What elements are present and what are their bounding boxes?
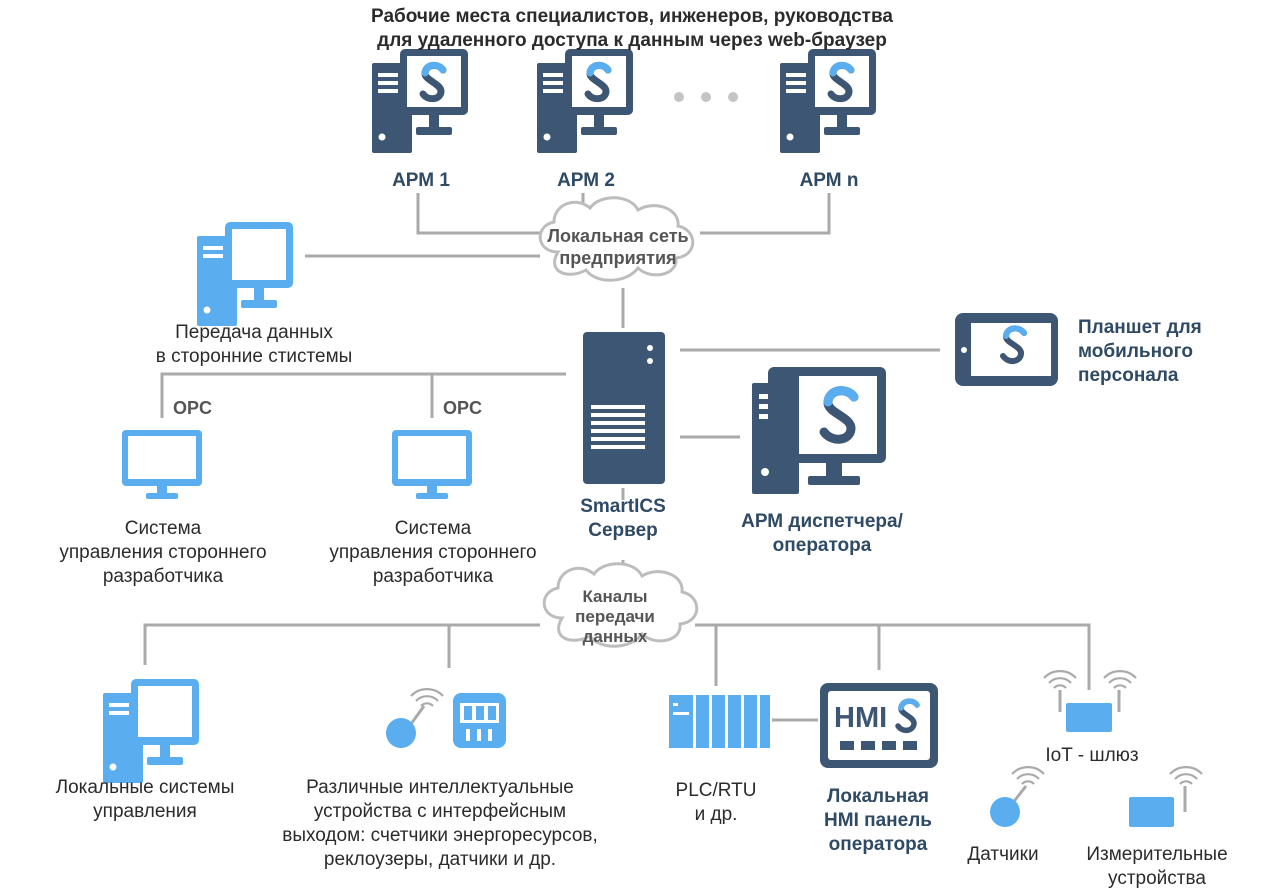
server-line-2: Сервер bbox=[588, 520, 658, 541]
tablet-line-2: мобильного bbox=[1078, 341, 1193, 362]
channels-cloud-line-3: данных bbox=[582, 627, 648, 646]
third-party-label-1: Система управления стороннего разработчи… bbox=[59, 517, 266, 589]
hmi-label: Локальная HMI панель оператора bbox=[824, 785, 932, 857]
dispatcher-line-2: оператора bbox=[772, 535, 872, 556]
third-party-1-line-3: разработчика bbox=[102, 566, 224, 587]
sensor-wifi-icon bbox=[1010, 765, 1046, 786]
measuring-devices-line-2: устройства bbox=[1108, 868, 1206, 889]
iot-wifi-right-icon bbox=[1102, 669, 1138, 690]
data-export-line-2: в сторонние стистемы bbox=[155, 346, 353, 367]
hmi-line-1: Локальная bbox=[827, 786, 929, 807]
server-label: SmartICS Сервер bbox=[580, 495, 666, 543]
dispatcher-label: АРМ диспетчера/ оператора bbox=[741, 510, 903, 558]
channels-cloud-line-2: передачи bbox=[575, 607, 655, 626]
local-systems-line-1: Локальные системы bbox=[55, 777, 235, 798]
connection-lines bbox=[143, 193, 1091, 722]
channels-cloud-label: Каналы передачи данных bbox=[575, 587, 655, 647]
lan-cloud-line-1: Локальная сеть bbox=[547, 226, 689, 246]
header-line-1: Рабочие места специалистов, инженеров, р… bbox=[371, 6, 893, 27]
data-export-line-1: Передача данных bbox=[175, 322, 333, 343]
lan-cloud-label: Локальная сеть предприятия bbox=[547, 225, 688, 269]
server-icon bbox=[583, 332, 665, 484]
hmi-line-3: оператора bbox=[828, 834, 928, 855]
server-line-1: SmartICS bbox=[580, 496, 666, 517]
opc-label-right: OPC bbox=[443, 398, 483, 418]
third-party-monitor-1-icon bbox=[122, 430, 202, 499]
ellipsis-dots-icon bbox=[674, 92, 738, 102]
hmi-screen-text: HMI bbox=[834, 702, 887, 734]
data-export-pc-icon bbox=[197, 222, 293, 326]
smart-devices-line-3: выходом: счетчики энергоресурсов, bbox=[282, 825, 598, 846]
opc-label-left: OPC bbox=[173, 398, 213, 418]
third-party-label-2: Система управления стороннего разработчи… bbox=[329, 517, 536, 589]
local-systems-label: Локальные системы управления bbox=[56, 776, 235, 824]
third-party-2-line-2: управления стороннего bbox=[329, 542, 537, 563]
plc-line-2: и др. bbox=[694, 804, 738, 825]
third-party-2-line-1: Система bbox=[394, 518, 472, 539]
header-line-2: для удаленного доступа к данным через we… bbox=[377, 30, 887, 51]
smart-devices-line-4: реклоузеры, датчики и др. bbox=[323, 849, 557, 870]
smart-devices-label: Различные интеллектуальные устройства с … bbox=[282, 776, 598, 872]
workstation-n-label: АРМ n bbox=[799, 170, 859, 191]
measuring-devices-line-1: Измерительные bbox=[1086, 844, 1228, 865]
smart-device-sensor-icon bbox=[386, 705, 426, 748]
workstation-n-icon bbox=[780, 49, 876, 153]
iot-wifi-left-icon bbox=[1042, 669, 1078, 690]
data-export-label: Передача данных в сторонние стистемы bbox=[156, 321, 353, 369]
tablet-line-1: Планшет для bbox=[1078, 317, 1202, 338]
workstation-2-icon bbox=[537, 49, 633, 153]
third-party-1-line-2: управления стороннего bbox=[59, 542, 267, 563]
third-party-monitor-2-icon bbox=[392, 430, 472, 499]
dispatcher-pc-icon bbox=[752, 367, 886, 494]
third-party-2-line-3: разработчика bbox=[372, 566, 494, 587]
lan-cloud-line-2: предприятия bbox=[559, 248, 677, 268]
plc-rtu-icon bbox=[669, 695, 770, 748]
sensor-icon bbox=[990, 785, 1028, 827]
tablet-label: Планшет для мобильного персонала bbox=[1078, 316, 1202, 388]
sensors-label: Датчики bbox=[967, 844, 1039, 865]
iot-gateway-label: IoT - шлюз bbox=[1045, 745, 1139, 766]
measuring-device-icon bbox=[1129, 786, 1187, 827]
smart-devices-line-1: Различные интеллектуальные bbox=[306, 777, 574, 798]
header-title: Рабочие места специалистов, инженеров, р… bbox=[371, 5, 893, 53]
plc-label: PLC/RTU и др. bbox=[676, 779, 757, 827]
workstation-1-icon bbox=[372, 49, 468, 153]
channels-cloud-line-1: Каналы bbox=[582, 587, 648, 606]
local-systems-line-2: управления bbox=[93, 801, 197, 822]
local-systems-pc-icon bbox=[103, 679, 199, 783]
hmi-panel-icon: HMI bbox=[820, 683, 938, 768]
smart-devices-line-2: устройства с интерфейсным bbox=[313, 801, 567, 822]
energy-meter-icon bbox=[453, 693, 506, 748]
iot-gateway-icon bbox=[1058, 690, 1121, 732]
plc-line-1: PLC/RTU bbox=[675, 780, 757, 801]
third-party-1-line-1: Система bbox=[124, 518, 202, 539]
measuring-wifi-icon bbox=[1168, 765, 1204, 786]
smart-device-wifi-icon bbox=[409, 687, 445, 708]
workstation-1-label: АРМ 1 bbox=[392, 170, 450, 191]
measuring-devices-label: Измерительные устройства bbox=[1086, 843, 1227, 891]
tablet-line-3: персонала bbox=[1078, 365, 1179, 386]
workstation-2-label: АРМ 2 bbox=[557, 170, 615, 191]
dispatcher-line-1: АРМ диспетчера/ bbox=[741, 511, 903, 532]
tablet-icon bbox=[955, 313, 1058, 386]
hmi-line-2: HMI панель bbox=[824, 810, 932, 831]
